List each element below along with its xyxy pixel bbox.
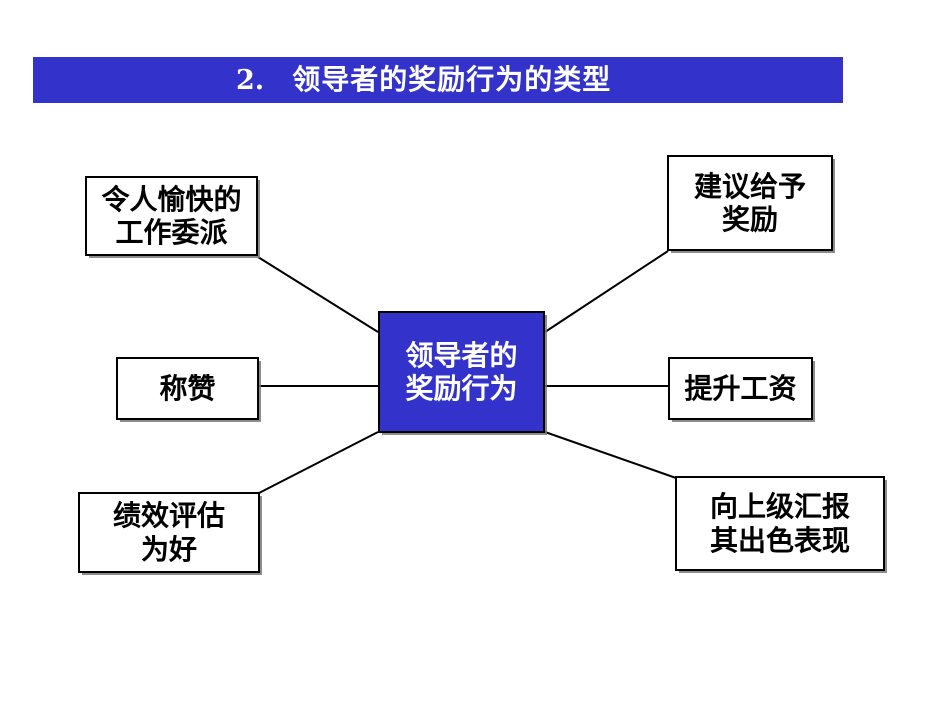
node-top-left-line-2: 工作委派 (115, 216, 228, 249)
node-center-line-2: 奖励行为 (405, 372, 518, 405)
node-top-left[interactable]: 令人愉快的 工作委派 (85, 176, 258, 256)
node-bottom-left[interactable]: 绩效评估 为好 (78, 492, 260, 573)
node-middle-right-line-1: 提升工资 (684, 371, 797, 405)
page-title: 领导者的奖励行为的类型 (292, 63, 612, 96)
node-middle-left-line-1: 称赞 (159, 371, 216, 405)
node-bottom-right[interactable]: 向上级汇报 其出色表现 (675, 476, 885, 571)
node-bottom-left-line-2: 为好 (140, 532, 197, 566)
node-bottom-right-line-1: 向上级汇报 (709, 490, 850, 524)
connector-bottom-left-to-center (258, 431, 379, 494)
node-bottom-right-line-2: 其出色表现 (709, 523, 850, 557)
node-top-right-line-1: 建议给予 (693, 169, 806, 203)
node-top-right-line-2: 奖励 (721, 203, 778, 236)
node-bottom-left-line-1: 绩效评估 (112, 499, 225, 533)
connector-top-left-to-center (257, 256, 379, 333)
connector-center-to-top-right (544, 250, 669, 333)
connector-center-to-bottom-right (544, 431, 677, 479)
node-top-left-line-1: 令人愉快的 (101, 182, 242, 216)
node-middle-right[interactable]: 提升工资 (668, 357, 813, 420)
slide-title-banner: 2. 领导者的奖励行为的类型 (33, 57, 843, 103)
node-center-line-1: 领导者的 (405, 338, 518, 372)
node-center[interactable]: 领导者的 奖励行为 (378, 311, 545, 433)
title-number: 2. (236, 64, 265, 96)
node-top-right[interactable]: 建议给予 奖励 (667, 155, 833, 251)
node-middle-left[interactable]: 称赞 (116, 357, 259, 420)
